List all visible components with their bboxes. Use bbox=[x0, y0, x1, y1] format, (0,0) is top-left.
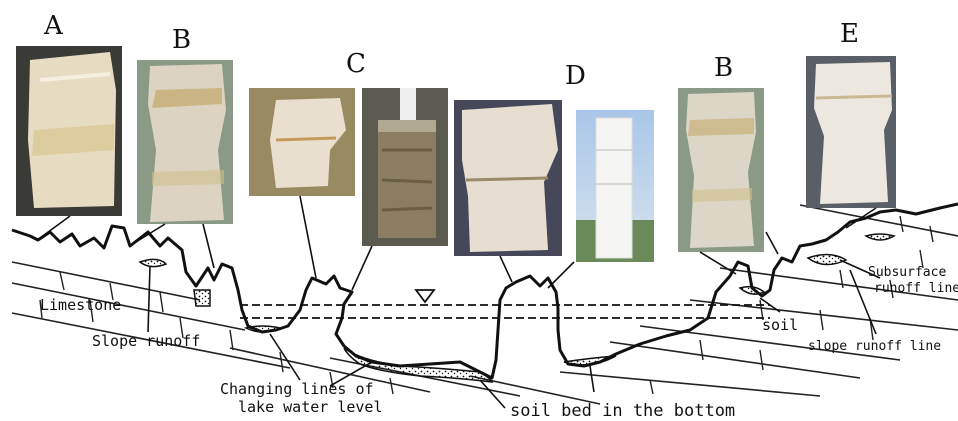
photo-d-right bbox=[576, 110, 654, 262]
label-soil-bed: soil bed in the bottom bbox=[510, 401, 735, 421]
photo-b-right bbox=[678, 88, 764, 252]
label-subsurface-1: Subsurface bbox=[868, 265, 946, 280]
soil-pockets bbox=[140, 234, 894, 382]
letter-d: D bbox=[565, 61, 586, 91]
letter-a: A bbox=[43, 11, 64, 41]
label-soil: soil bbox=[762, 316, 798, 334]
label-slope-runoff: Slope runoff bbox=[92, 332, 200, 350]
letter-e: E bbox=[840, 19, 859, 49]
letter-b-right: B bbox=[714, 53, 733, 83]
label-changing-lines-2: lake water level bbox=[238, 398, 383, 416]
label-changing-lines-1: Changing lines of bbox=[220, 380, 374, 398]
water-level-lines bbox=[240, 305, 770, 318]
photo-c-left bbox=[249, 88, 355, 196]
label-subsurface-2: runoff line bbox=[874, 281, 958, 296]
photo-c-right bbox=[362, 88, 448, 246]
photo-b-left bbox=[137, 60, 233, 224]
letter-b-left: B bbox=[172, 25, 191, 55]
label-slope-runoff-line: slope runoff line bbox=[808, 339, 941, 354]
photo-a bbox=[16, 46, 122, 216]
label-limestone: Limestone bbox=[40, 296, 121, 314]
photo-d-left bbox=[454, 100, 562, 256]
photo-e bbox=[806, 56, 896, 208]
water-level-triangle bbox=[416, 290, 434, 302]
letter-c: C bbox=[346, 49, 366, 79]
